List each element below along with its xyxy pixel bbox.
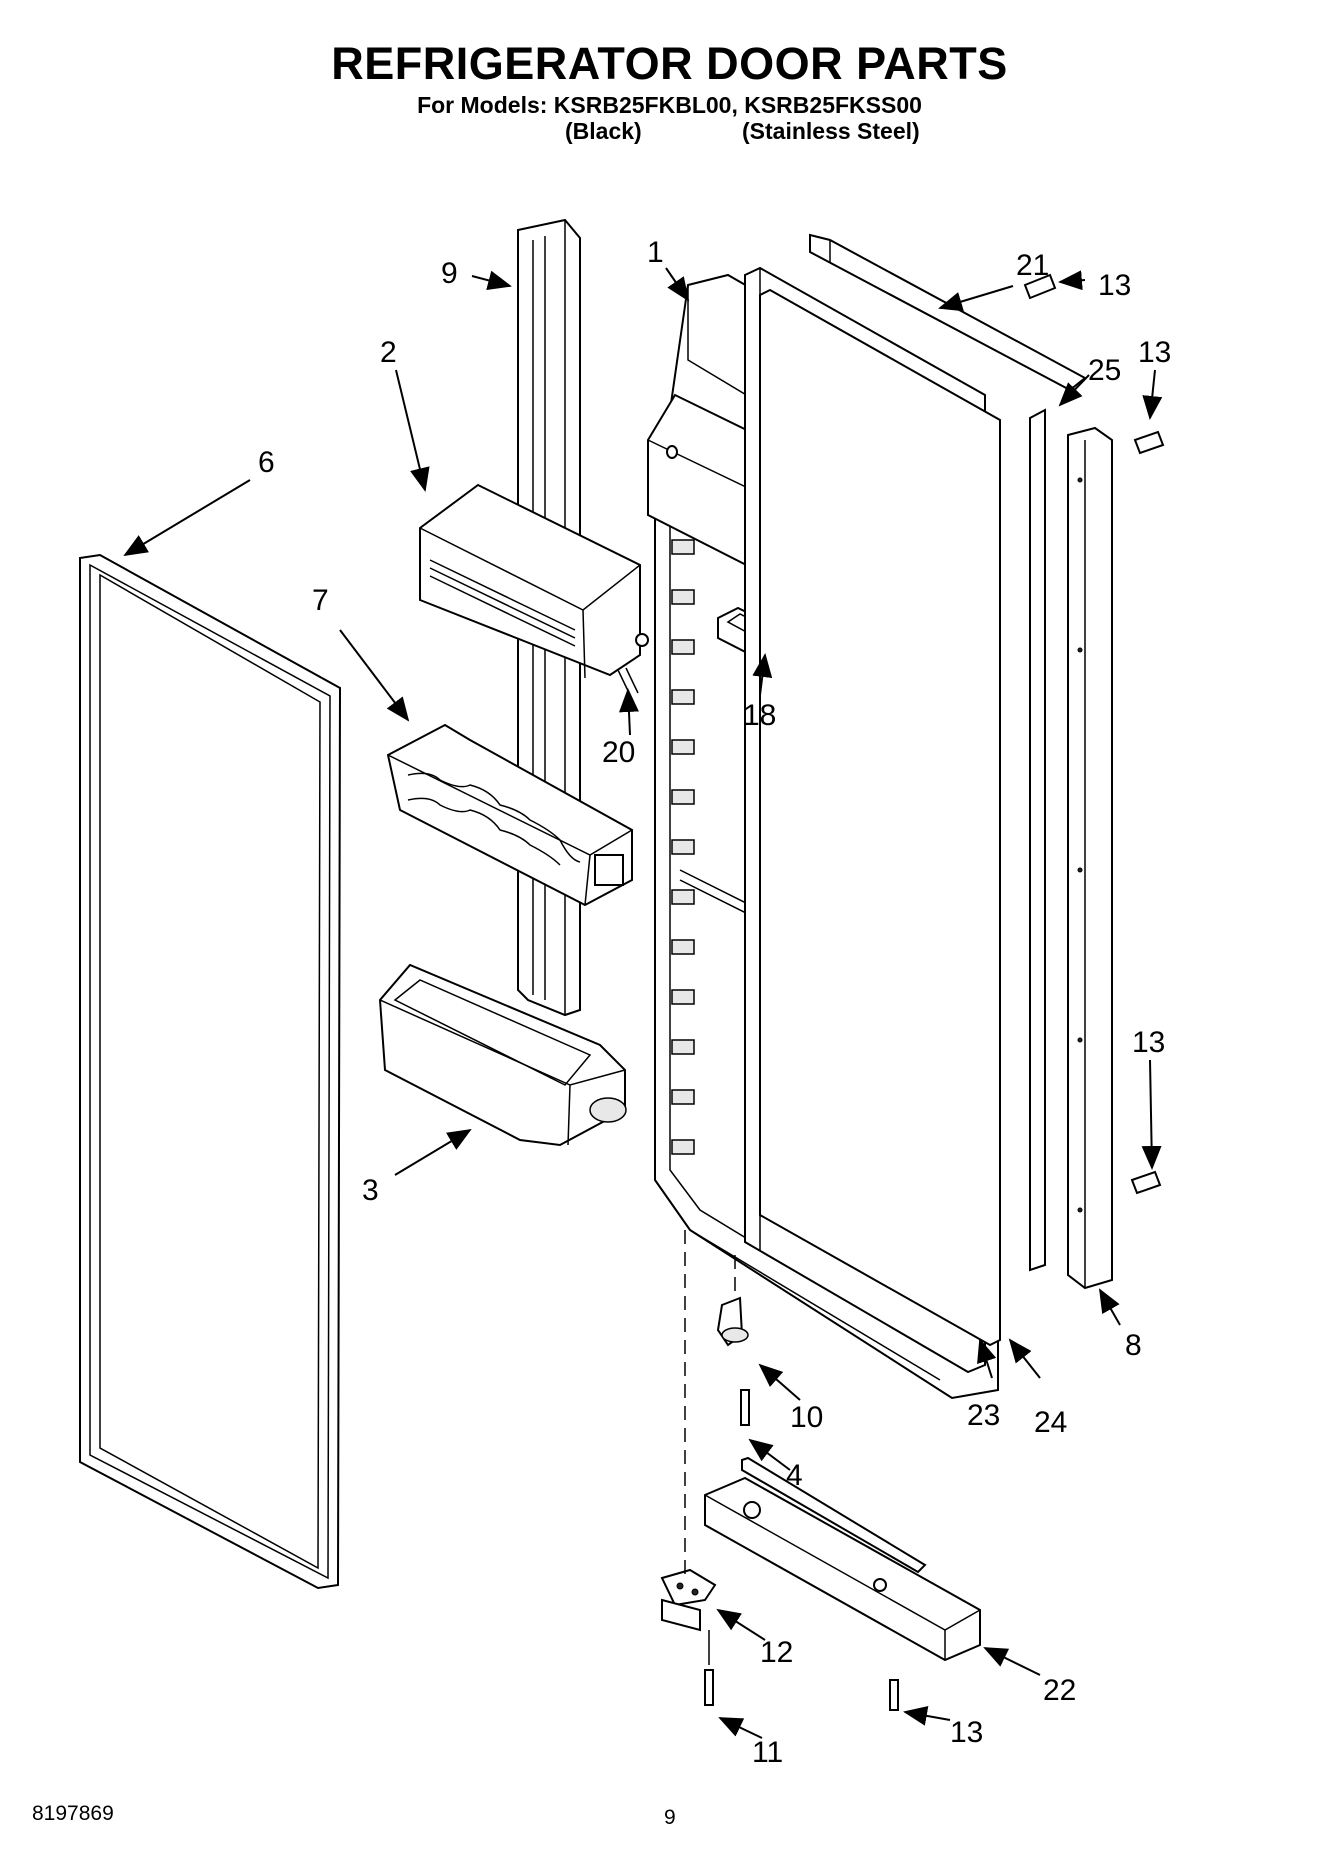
dairy-door-part	[419, 483, 649, 696]
callout-3: 3	[362, 1174, 379, 1207]
door-panel-24-part	[759, 288, 1001, 1347]
callout-18: 18	[743, 699, 776, 732]
callout-4: 4	[786, 1459, 803, 1492]
lower-hinge-part	[704, 1456, 981, 1662]
bottle-bin-part	[386, 723, 633, 907]
leader-arrows	[123, 267, 1163, 1739]
callout-12: 12	[760, 1636, 793, 1669]
callout-13c: 13	[1132, 1026, 1165, 1059]
screw-4-part	[740, 1389, 750, 1426]
callout-1: 1	[647, 236, 664, 269]
callout-labels: 9 1 2 6 7 21 13 13 25 18 20 3 13 8 10 23…	[258, 236, 1171, 1769]
hinge-bracket-part	[660, 1568, 717, 1632]
door-gasket-part	[79, 553, 342, 1590]
callout-24: 24	[1034, 1406, 1067, 1439]
callout-13a: 13	[1098, 269, 1131, 302]
hinge-pin-part	[716, 1296, 749, 1347]
callout-13b: 13	[1138, 336, 1171, 369]
models-line: For Models: KSRB25FKBL00, KSRB25FKSS00	[417, 92, 922, 118]
callout-20: 20	[602, 736, 635, 769]
callout-2: 2	[380, 336, 397, 369]
screw-13-bottom-part	[889, 1679, 899, 1711]
callout-7: 7	[312, 584, 329, 617]
screw-13-right-part	[1133, 430, 1165, 455]
page-title: REFRIGERATOR DOOR PARTS	[331, 38, 1008, 89]
callout-8: 8	[1125, 1329, 1142, 1362]
callout-23: 23	[967, 1399, 1000, 1432]
variant-stainless-label: (Stainless Steel)	[742, 118, 920, 144]
door-bin-part	[378, 963, 627, 1147]
callout-22: 22	[1043, 1674, 1076, 1707]
callout-11: 11	[752, 1736, 783, 1769]
callout-9: 9	[441, 257, 458, 290]
page-number: 9	[664, 1806, 676, 1829]
side-strip-part	[1029, 408, 1046, 1272]
document-number: 8197869	[32, 1802, 114, 1825]
variant-black-label: (Black)	[565, 118, 642, 144]
side-trim-part	[1067, 426, 1113, 1290]
callout-6: 6	[258, 446, 275, 479]
callout-21: 21	[1016, 249, 1049, 282]
callout-13d: 13	[950, 1716, 983, 1749]
callout-10: 10	[790, 1401, 823, 1434]
callout-25: 25	[1088, 354, 1121, 387]
screw-13-middle-part	[1130, 1170, 1162, 1195]
screw-13-top-part	[1023, 273, 1057, 300]
screw-11-part	[704, 1669, 714, 1706]
